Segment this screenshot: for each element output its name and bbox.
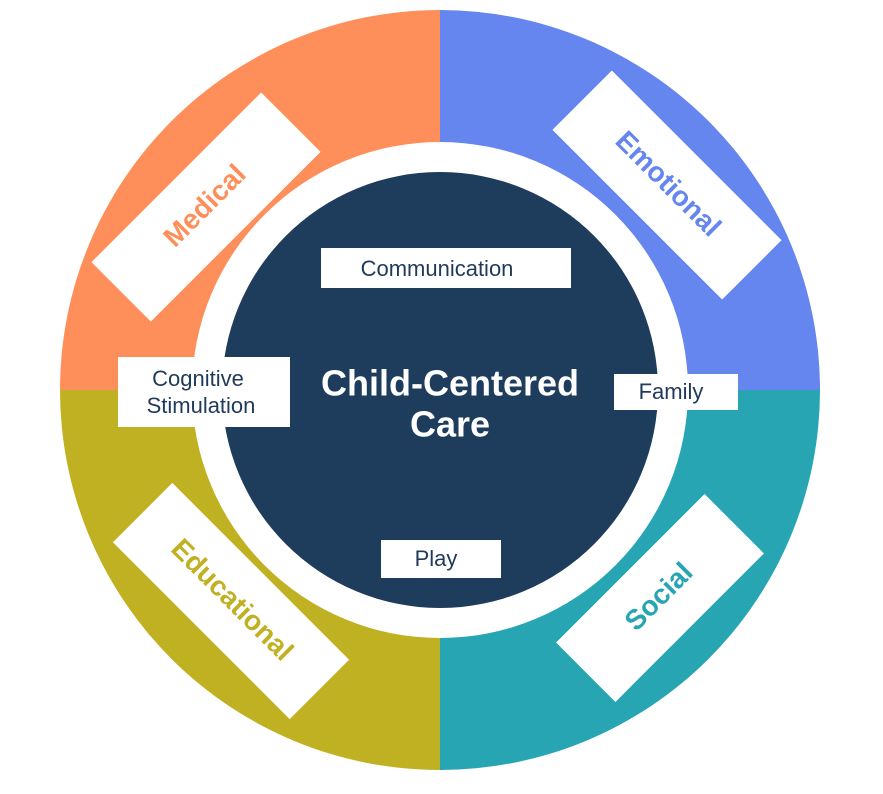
play-label: Play [415, 546, 458, 571]
segment-label-educational-box: Educational [112, 482, 350, 720]
cognitive-label-line1: Cognitive [152, 366, 244, 391]
cognitive-label-line2: Stimulation [147, 393, 256, 418]
play-box [381, 540, 501, 578]
segment-label-social-box: Social [556, 494, 764, 702]
center-title-line2: Care [410, 404, 490, 445]
family-box [614, 374, 738, 410]
communication-box [321, 248, 571, 288]
cognitive-stimulation-box [118, 357, 290, 427]
family-label: Family [639, 379, 704, 404]
communication-label: Communication [361, 256, 514, 281]
center-title-line1: Child-Centered [321, 363, 579, 404]
